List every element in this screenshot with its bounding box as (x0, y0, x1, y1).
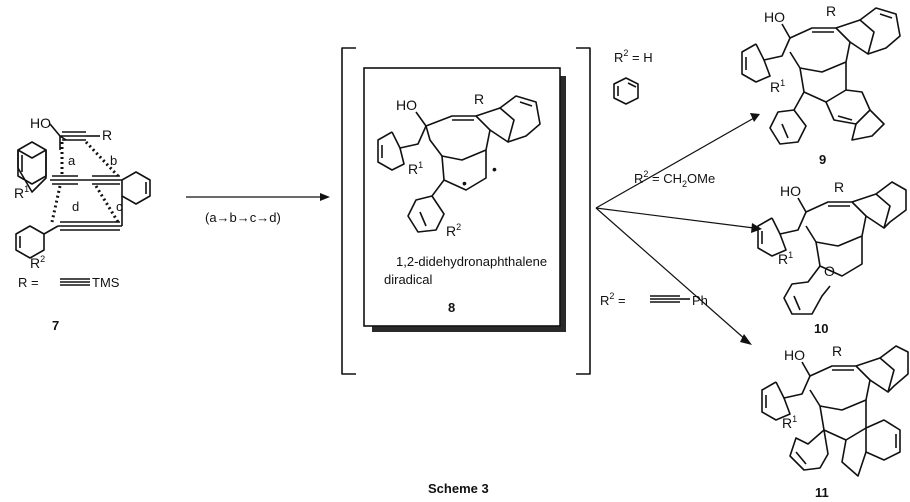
arrow-to-11 (595, 207, 747, 341)
ethynyl-bond-icon (650, 295, 690, 303)
condition-to-11: R2 = (600, 291, 626, 308)
r1-label-8: R1 (408, 160, 423, 177)
radical-dot-2: • (462, 175, 467, 191)
compound-number-7: 7 (52, 318, 59, 333)
r2-label-7: R2 (30, 254, 45, 271)
intermediate-name-line1: 1,2-didehydronaphthalene (396, 254, 547, 269)
r-definition-prefix: R = (18, 275, 39, 290)
scheme-title: Scheme 3 (428, 481, 489, 496)
r-label-10: R (834, 179, 844, 195)
arrowhead-to-10 (751, 223, 762, 233)
compound-number-11: 11 (815, 485, 829, 500)
bond-c-label: c (116, 199, 123, 214)
r-definition-suffix: TMS (92, 275, 120, 290)
arrowhead-to-9 (750, 113, 760, 122)
reaction-order-label: (a→b→c→d) (205, 210, 281, 225)
bond-a-label: a (68, 153, 76, 168)
compound-number-8: 8 (448, 300, 455, 315)
radical-dot-1: • (492, 161, 497, 177)
compound-7-structure: HO R R1 R2 a (14, 115, 151, 271)
r1-label-11: R1 (782, 414, 797, 431)
arrowhead-to-11 (740, 334, 752, 345)
left-bracket (341, 47, 356, 375)
r1-label-7: R1 (14, 184, 29, 201)
intermediate-box (363, 67, 561, 327)
r-label-11: R (832, 343, 842, 359)
compound-number-9: 9 (819, 152, 826, 167)
hydroxyl-label-9: HO (764, 9, 785, 25)
compound-number-10: 10 (814, 321, 828, 336)
reaction-arrowhead-1 (320, 193, 330, 201)
compound-11-structure: HO R R1 (761, 343, 909, 477)
condition-to-9: R2 = H (614, 48, 653, 65)
condition-to-11-tail: Ph (692, 293, 708, 308)
hydroxyl-label-7: HO (30, 115, 51, 131)
r-definition: R = TMS (18, 275, 120, 290)
benzene-reagent-icon (613, 77, 639, 105)
right-bracket (576, 47, 591, 375)
hydroxyl-label-8: HO (396, 97, 417, 113)
intermediate-name-line2: diradical (384, 272, 433, 287)
arrow-to-10 (595, 207, 755, 229)
r1-label-10: R1 (778, 250, 793, 267)
condition-to-10: R2 = CH2OMe (634, 169, 715, 189)
r-label-9: R (826, 3, 836, 19)
hydroxyl-label-10: HO (780, 183, 801, 199)
r1-label-9: R1 (770, 78, 785, 95)
arrow-to-9 (595, 117, 755, 209)
compound-10-structure: HO R O R1 (757, 179, 907, 315)
compound-9-structure: HO R R1 (741, 3, 901, 145)
bond-b-label: b (110, 153, 117, 168)
r-label-8: R (474, 91, 484, 107)
hydroxyl-label-11: HO (784, 347, 805, 363)
oxygen-label-10: O (824, 263, 835, 279)
r-label-7: R (102, 127, 112, 143)
bond-d-label: d (72, 199, 79, 214)
compound-8-structure: HO R • • R1 R2 (377, 91, 541, 239)
r2-label-8: R2 (446, 222, 461, 239)
